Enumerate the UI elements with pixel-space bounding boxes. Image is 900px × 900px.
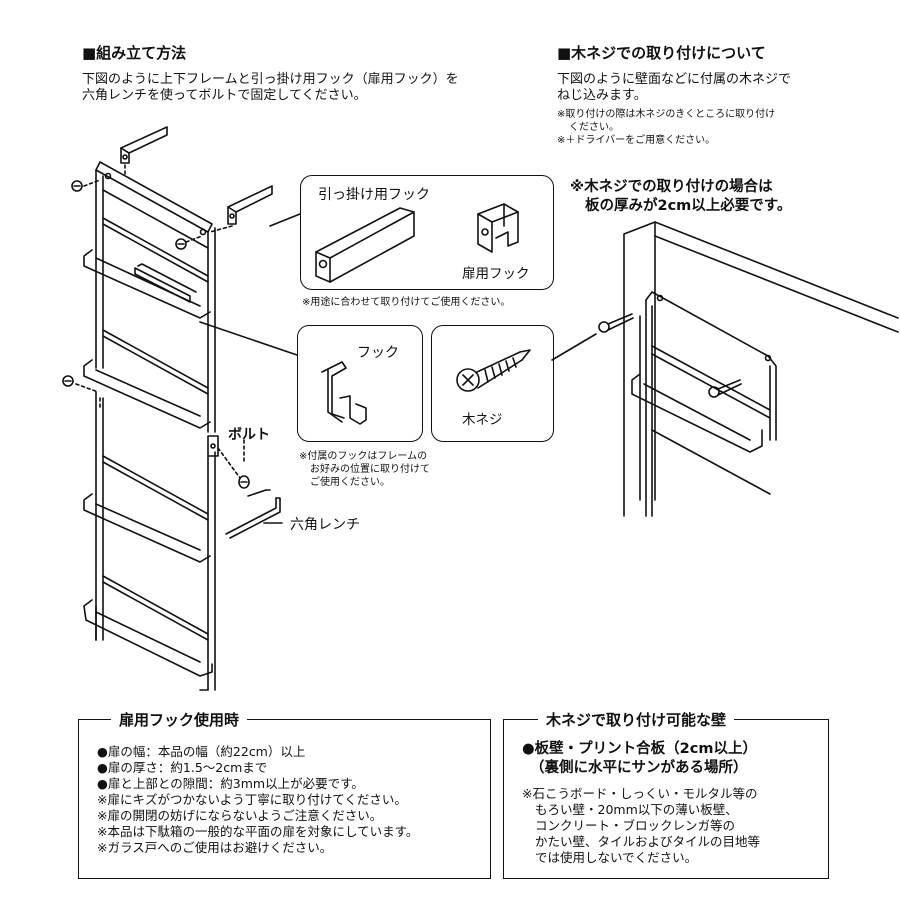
warning-line1: ※木ネジでの取り付けの場合は: [570, 179, 773, 195]
screw-thickness-warning: ※木ネジでの取り付けの場合は 板の厚みが2cm以上必要です。: [570, 178, 791, 216]
bolt-label: ボルト: [228, 427, 270, 443]
screw-desc-line1: 下図のように壁面などに付属の木ネジで: [557, 72, 792, 87]
hang-hook-label: 引っ掛け用フック: [318, 187, 430, 203]
door-hook-usage-item: ●扉と上部との隙間：約3mm以上が必要です。: [97, 776, 364, 791]
warning-line2: 板の厚みが2cm以上必要です。: [585, 198, 792, 214]
wall-heading-line1: ●板壁・プリント合板（2cm以上）: [522, 741, 757, 757]
screw-note1-line1: ※取り付けの際は木ネジのきくところに取り付け: [557, 109, 776, 120]
hook-note-line2: お好みの位置に取り付けて: [310, 464, 430, 475]
screw-install-description: 下図のように壁面などに付属の木ネジで ねじ込みます。: [557, 72, 791, 104]
hex-wrench-label: 六角レンチ: [290, 517, 360, 533]
wall-types-item: では使用しないでください。: [535, 850, 698, 865]
usage-note: ※用途に合わせて取り付けてご使用ください。: [302, 297, 511, 308]
hook-types-callout: [300, 175, 554, 290]
door-hook-label: 扉用フック: [462, 266, 530, 282]
wood-screw-detail: [456, 349, 531, 392]
screw-note1-line2: ください。: [569, 122, 619, 133]
wall-types-item: かたい壁、タイルおよびタイルの目地等: [535, 834, 761, 849]
hang-hook-detail: [315, 207, 415, 283]
top-hook-left: [120, 126, 168, 164]
wall-screw-right: [708, 379, 742, 398]
hook-callout: [297, 325, 423, 442]
assembly-description: 下図のように上下フレームと引っ掛け用フック（扉用フック）を 六角レンチを使ってボ…: [82, 72, 459, 104]
door-hook-usage-item: ※本品は下駄箱の一般的な平面の扉を対象にしています。: [97, 824, 419, 839]
door-hook-usage-item: ※扉にキズがつかないよう丁寧に取り付けてください。: [97, 792, 407, 807]
bolt-mid-left: [62, 375, 74, 387]
top-hook-right: [227, 185, 273, 225]
wall-types-heading: ●板壁・プリント合板（2cm以上） （裏側に水平にサンがある場所）: [522, 740, 757, 778]
door-hook-usage-item: ●扉の厚さ：約1.5～2cmまで: [97, 760, 268, 775]
assembly-desc-line1: 下図のように上下フレームと引っ掛け用フック（扉用フック）を: [82, 72, 459, 87]
door-hook-usage-item: ※ガラス戸へのご使用はお避けください。: [97, 840, 333, 855]
door-hook-usage-panel: 扉用フック使用時 ●扉の幅：本品の幅（約22cm）以上 ●扉の厚さ：約1.5～2…: [78, 709, 491, 879]
wall-screw-top: [598, 313, 634, 333]
hook-note-line1: ※付属のフックはフレームの: [299, 451, 428, 462]
wall-types-item: コンクリート・ブロックレンガ等の: [535, 818, 736, 833]
hex-wrench-shape: [225, 497, 281, 539]
door-hook-usage-item: ※扉の開閉の妨げにならないようご注意ください。: [97, 808, 383, 823]
screw-install-title: ■木ネジでの取り付けについて: [557, 44, 766, 62]
assembly-title: ■組み立て方法: [82, 44, 187, 62]
screw-desc-line2: ねじ込みます。: [557, 88, 647, 103]
door-hook-usage-item: ●扉の幅：本品の幅（約22cm）以上: [97, 744, 306, 759]
lower-frame: [83, 391, 216, 691]
hook-position-note: ※付属のフックはフレームの お好みの位置に取り付けて ご使用ください。: [299, 450, 430, 489]
door-hook-usage-list: ●扉の幅：本品の幅（約22cm）以上 ●扉の厚さ：約1.5～2cmまで ●扉と上…: [97, 744, 418, 856]
wood-screw-callout: [431, 325, 554, 442]
wall-mount-illustration: [623, 221, 899, 517]
s-hook-detail: [321, 361, 367, 425]
wall-types-list: ※石こうボード・しっくい・モルタル等の もろい壁・20mm以下の薄い板壁、 コン…: [522, 786, 760, 866]
screw-note2: ※＋ドライバーをご用意ください。: [557, 135, 716, 146]
upper-frame: [83, 161, 216, 433]
assembly-desc-line2: 六角レンチを使ってボルトで固定してください。: [82, 88, 367, 103]
screw-install-notes: ※取り付けの際は木ネジのきくところに取り付け ください。 ※＋ドライバーをご用意…: [557, 108, 775, 147]
door-hook-detail: [477, 203, 519, 253]
hook-note-line3: ご使用ください。: [310, 477, 390, 488]
wall-types-item: もろい壁・20mm以下の薄い板壁、: [535, 802, 738, 817]
door-hook-usage-title: 扉用フック使用時: [111, 709, 248, 730]
hook-label: フック: [357, 345, 399, 361]
wood-screw-label: 木ネジ: [462, 412, 503, 428]
wall-heading-line2: （裏側に水平にサンがある場所）: [530, 760, 748, 776]
wall-types-title: 木ネジで取り付け可能な壁: [538, 709, 735, 730]
joint-bolt: [238, 475, 250, 489]
wall-types-panel: 木ネジで取り付け可能な壁 ●板壁・プリント合板（2cm以上） （裏側に水平にサン…: [503, 709, 829, 879]
bolt-top-right: [175, 238, 187, 250]
bolt-top-left: [71, 180, 83, 192]
wall-types-item: ※石こうボード・しっくい・モルタル等の: [522, 786, 758, 801]
